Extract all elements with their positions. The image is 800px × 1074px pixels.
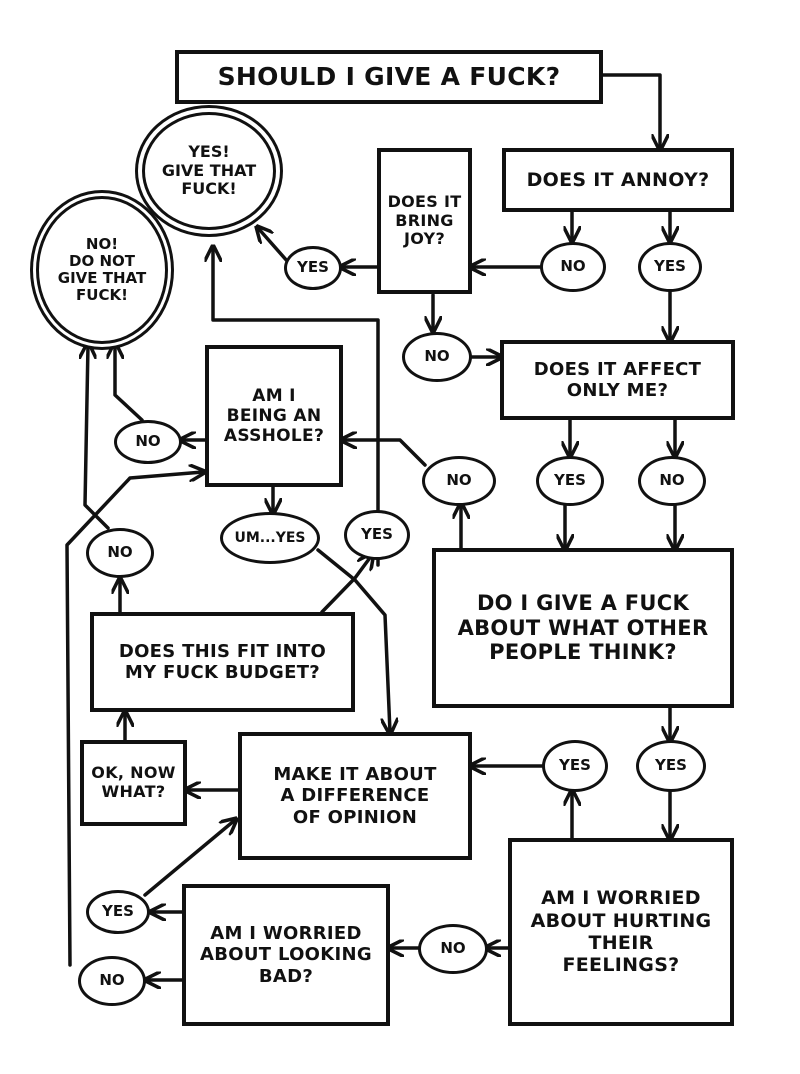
answer-joy-no: No — [402, 332, 472, 382]
answer-affect-no: No — [638, 456, 706, 506]
node-ok-now-what: OK, now what? — [80, 740, 187, 826]
node-difference-of-opinion: Make it about a difference of opinion — [238, 732, 472, 860]
arrow-no-to-nogive-2 — [85, 345, 110, 530]
answer-asshole-um-yes: Um...yes — [220, 512, 320, 564]
arrow-yes-to-difference-2 — [143, 820, 235, 897]
answer-joy-yes: Yes — [284, 246, 342, 290]
answer-annoy-yes: Yes — [638, 242, 702, 292]
arrow-yes-to-give — [258, 228, 290, 264]
answer-annoy-no: No — [540, 242, 606, 292]
node-does-it-affect-only-me: Does it affect only me? — [500, 340, 735, 420]
node-other-people-think: Do I give a fuck about what other people… — [432, 548, 734, 708]
arrow-no-to-nogive — [115, 345, 144, 422]
node-am-i-being-an-asshole: Am I being an asshole? — [205, 345, 343, 487]
node-fuck-budget: Does this fit into my fuck budget? — [90, 612, 355, 712]
answer-budget-yes: Yes — [344, 510, 410, 560]
answer-looking-no: No — [78, 956, 146, 1006]
answer-asshole-no: No — [114, 420, 182, 464]
answer-hurting-no: No — [418, 924, 488, 974]
node-does-it-bring-joy: Does it bring joy? — [377, 148, 472, 294]
arrow-um-to-difference — [316, 548, 390, 732]
arrow-title-to-annoy — [600, 73, 660, 148]
node-looking-bad: Am I worried about looking bad? — [182, 884, 390, 1026]
outcome-no-do-not-give-that-fuck: No! Do not give that fuck! — [36, 196, 168, 344]
outcome-yes-give-that-fuck: Yes! Give that fuck! — [142, 112, 276, 230]
arrow-left-line-to-asshole — [65, 472, 203, 967]
answer-affect-yes: Yes — [536, 456, 604, 506]
node-does-it-annoy: Does it annoy? — [502, 148, 734, 212]
answer-budget-no: No — [86, 528, 154, 578]
arrow-budget-to-yes — [320, 555, 372, 614]
arrow-no-to-asshole — [343, 440, 427, 467]
answer-other-no: No — [422, 456, 496, 506]
answer-looking-yes: Yes — [86, 890, 150, 934]
answer-other-yes: Yes — [542, 740, 608, 792]
answer-hurting-yes: Yes — [636, 740, 706, 792]
arrow-right-line-to-give — [213, 248, 380, 567]
flowchart-title: Should I Give a Fuck? — [175, 50, 603, 104]
node-hurting-their-feelings: Am I worried about hurting their feeling… — [508, 838, 734, 1026]
